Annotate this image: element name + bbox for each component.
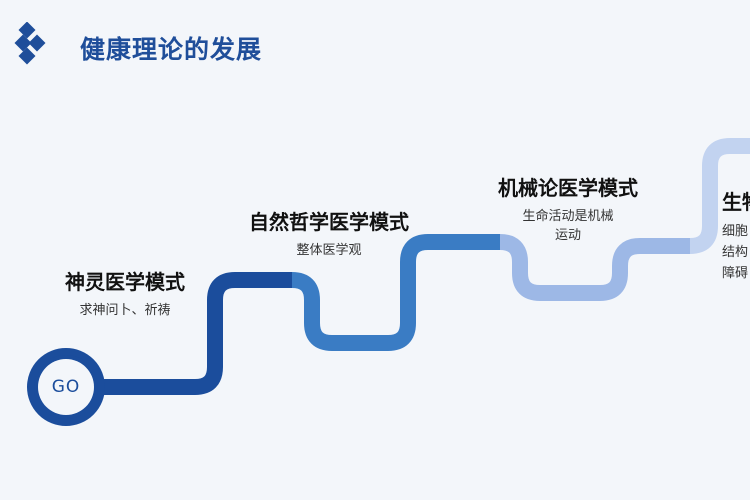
- timeline-segment-4: [689, 138, 750, 254]
- timeline-segment-2: [291, 234, 500, 351]
- stage-desc: 细胞 结构 障碍: [722, 224, 749, 281]
- stage-name: 自然哲学医学模式: [249, 210, 409, 234]
- stage-name: 生物: [722, 190, 750, 214]
- go-label: GO: [38, 359, 94, 415]
- page-title: 健康理论的发展: [80, 35, 263, 64]
- stage-name: 机械论医学模式: [498, 176, 638, 200]
- stage-biomedical-model: 生物 细胞 结构 障碍: [722, 186, 750, 284]
- stage-supernatural-medicine: 神灵医学模式 求神问卜、祈祷: [50, 266, 200, 320]
- timeline-segment-3: [499, 234, 690, 301]
- timeline-segment-1: [100, 272, 292, 395]
- stage-name: 神灵医学模式: [65, 270, 185, 294]
- go-button[interactable]: GO: [27, 348, 105, 426]
- stage-mechanistic-medicine: 机械论医学模式 生命活动是机械运动: [484, 172, 652, 245]
- logo-diamonds-icon: [14, 22, 46, 65]
- stage-desc: 生命活动是机械运动: [522, 209, 614, 243]
- stage-desc: 求神问卜、祈祷: [79, 303, 171, 318]
- stage-natural-philosophy-medicine: 自然哲学医学模式 整体医学观: [238, 206, 420, 260]
- stage-desc: 整体医学观: [296, 243, 362, 258]
